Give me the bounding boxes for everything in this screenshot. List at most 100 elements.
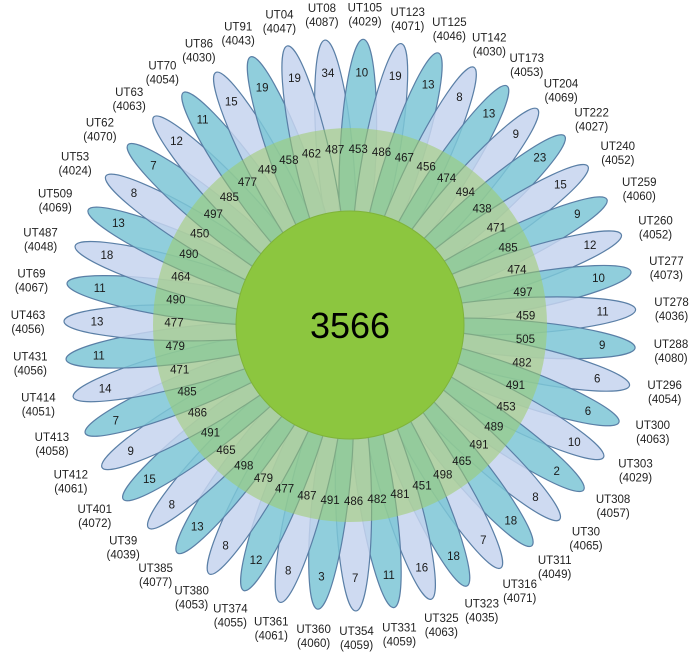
petal-label-name: UT259 [622, 177, 657, 189]
petal-label-total: (4067) [15, 282, 48, 294]
petal-shared-count: 490 [179, 249, 198, 261]
petal-label-total: (4080) [654, 353, 687, 365]
petal-unique-count: 34 [322, 68, 335, 80]
petal-shared-count: 497 [204, 209, 223, 221]
petal-unique-count: 11 [94, 283, 106, 295]
petal-label-total: (4057) [596, 508, 629, 520]
petal-label-name: UT361 [254, 617, 289, 629]
petal-shared-count: 477 [238, 177, 257, 189]
petal-label-name: UT30 [572, 526, 600, 538]
petal-label-name: UT278 [654, 297, 689, 309]
petal-shared-count: 505 [516, 334, 535, 346]
petal-unique-count: 15 [225, 97, 238, 109]
core-circle [235, 210, 465, 440]
petal-label-total: (4063) [636, 434, 669, 446]
petal-label-name: UT39 [109, 535, 137, 547]
petal-unique-count: 19 [288, 73, 301, 85]
petal-shared-count: 498 [433, 470, 452, 482]
petal-label-total: (4030) [473, 47, 506, 59]
petal-unique-count: 12 [584, 240, 597, 252]
petal-label-name: UT325 [424, 613, 459, 625]
petal-shared-count: 459 [516, 311, 535, 323]
petal-shared-count: 486 [372, 147, 391, 159]
petal-label-name: UT311 [538, 555, 572, 567]
petal-label-total: (4036) [655, 311, 688, 323]
petal-shared-count: 474 [437, 173, 457, 185]
petal-shared-count: 482 [512, 357, 531, 369]
petal-unique-count: 9 [513, 129, 519, 141]
petal-shared-count: 477 [164, 318, 183, 330]
petal-shared-count: 471 [487, 222, 506, 234]
petal-unique-count: 23 [533, 153, 546, 165]
petal-label-total: (4052) [601, 155, 634, 167]
petal-shared-count: 485 [220, 192, 239, 204]
petal-shared-count: 489 [484, 421, 503, 433]
petal-label-total: (4063) [113, 101, 146, 113]
petal-label-total: (4058) [35, 446, 68, 458]
petal-unique-count: 7 [480, 535, 486, 547]
petal-label-name: UT354 [339, 626, 374, 638]
petal-shared-count: 471 [170, 364, 189, 376]
petal-shared-count: 487 [297, 491, 316, 503]
petal-unique-count: 6 [594, 374, 600, 386]
petal-label-total: (4052) [639, 229, 672, 241]
petal-shared-count: 450 [190, 228, 209, 240]
petal-shared-count: 491 [201, 427, 220, 439]
petal-label-total: (4056) [14, 366, 47, 378]
petal-label-total: (4039) [107, 549, 140, 561]
petal-unique-count: 13 [191, 522, 204, 534]
petal-shared-count: 497 [513, 287, 532, 299]
petal-label-total: (4059) [383, 636, 416, 648]
petal-unique-count: 13 [482, 109, 495, 121]
petal-label-name: UT374 [213, 604, 248, 616]
petal-label-total: (4053) [510, 67, 543, 79]
petal-label-name: UT300 [636, 420, 671, 432]
petal-shared-count: 487 [325, 145, 344, 157]
petal-label-name: UT487 [23, 228, 58, 240]
petal-unique-count: 18 [504, 515, 517, 527]
petal-label-name: UT53 [61, 152, 89, 164]
petal-shared-count: 491 [506, 380, 525, 392]
petal-label-name: UT204 [544, 78, 579, 90]
petal-shared-count: 486 [344, 496, 363, 508]
petal-shared-count: 477 [275, 483, 294, 495]
petal-label-total: (4048) [24, 242, 57, 254]
petal-unique-count: 18 [447, 551, 460, 563]
petal-label-total: (4069) [544, 92, 577, 104]
petal-label-name: UT331 [382, 622, 417, 634]
petal-unique-count: 10 [568, 437, 581, 449]
petal-label-name: UT91 [224, 21, 252, 33]
petal-shared-count: 485 [177, 387, 196, 399]
petal-label-total: (4069) [39, 202, 72, 214]
petal-label-name: UT413 [35, 432, 70, 444]
petal-label-name: UT173 [510, 53, 545, 65]
petal-shared-count: 494 [456, 187, 476, 199]
petal-label-name: UT277 [649, 256, 684, 268]
petal-unique-count: 15 [143, 474, 156, 486]
petal-unique-count: 9 [127, 446, 133, 458]
petal-label-total: (4051) [22, 407, 55, 419]
petal-shared-count: 438 [472, 204, 491, 216]
petal-label-total: (4046) [433, 31, 466, 43]
petal-shared-count: 481 [390, 489, 409, 501]
petal-unique-count: 8 [169, 500, 175, 512]
petal-shared-count: 467 [395, 153, 414, 165]
petal-shared-count: 465 [452, 456, 471, 468]
petal-label-total: (4060) [623, 191, 656, 203]
petal-shared-count: 491 [321, 495, 340, 507]
petal-label-total: (4061) [255, 631, 288, 643]
petal-label-total: (4071) [391, 21, 424, 33]
petal-label-name: UT463 [11, 310, 46, 322]
petal-label-name: UT62 [86, 117, 114, 129]
petal-label-total: (4070) [83, 131, 116, 143]
petal-label-name: UT316 [502, 579, 537, 591]
petal-unique-count: 8 [456, 92, 462, 104]
petal-unique-count: 7 [352, 573, 358, 585]
petal-label-total: (4071) [503, 593, 536, 605]
petal-unique-count: 19 [389, 71, 402, 83]
petal-unique-count: 19 [256, 83, 269, 95]
petal-label-total: (4047) [263, 24, 296, 36]
petal-unique-count: 13 [112, 218, 125, 230]
